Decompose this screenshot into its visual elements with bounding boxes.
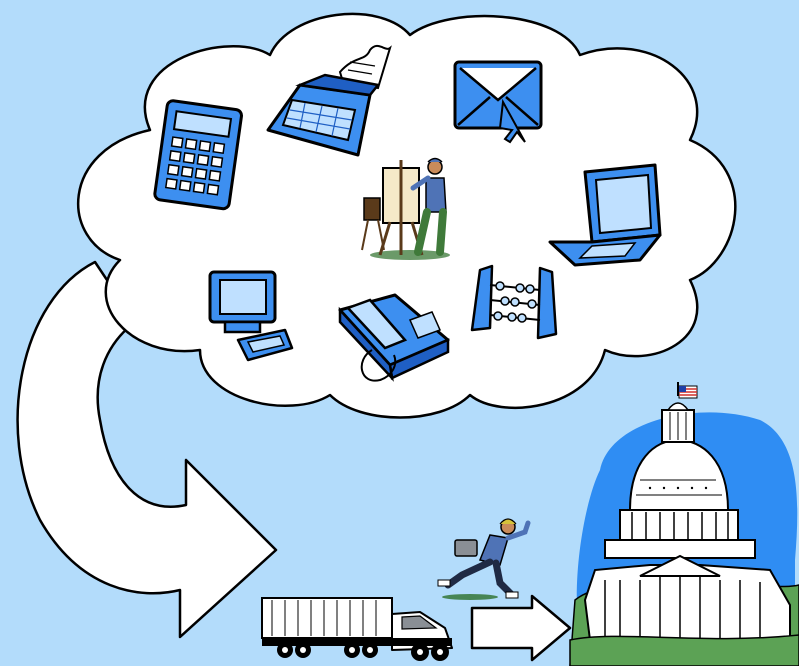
running-courier-icon xyxy=(437,518,531,600)
laptop-icon xyxy=(548,163,662,267)
curved-arrow xyxy=(16,260,278,639)
right-arrow-icon xyxy=(470,594,572,662)
desktop-computer-icon xyxy=(208,270,294,362)
calculator-icon xyxy=(153,99,243,211)
email-envelope-icon xyxy=(453,60,543,144)
semi-truck-icon xyxy=(261,597,453,661)
american-flag-icon xyxy=(677,382,698,399)
abacus-icon xyxy=(470,264,558,340)
artist-at-easel-icon xyxy=(361,157,450,260)
capitol-building-icon xyxy=(569,402,799,666)
adding-machine-icon xyxy=(266,45,392,157)
telephone-icon xyxy=(338,293,450,382)
